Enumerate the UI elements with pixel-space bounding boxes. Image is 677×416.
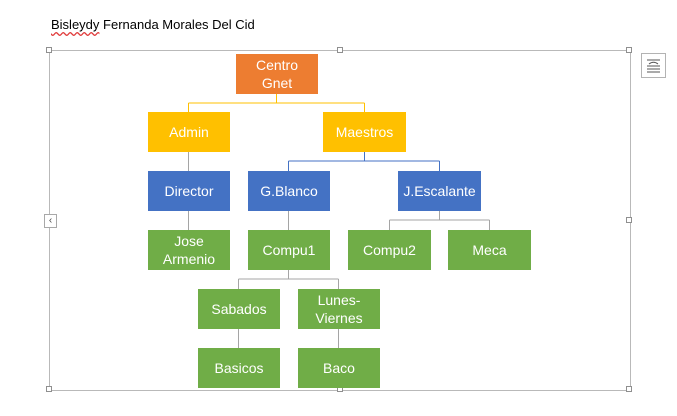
node-baco[interactable]: Baco (298, 348, 380, 388)
connector-compu1-children (238, 270, 339, 289)
connector-root-children (188, 94, 365, 112)
connector-jescalante-children (389, 211, 490, 230)
resize-handle-top-right[interactable] (626, 47, 632, 53)
resize-handle-bottom-right[interactable] (626, 386, 632, 392)
author-rest: Fernanda Morales Del Cid (103, 17, 255, 32)
document-author-line: Bisleydy Fernanda Morales Del Cid (51, 17, 255, 32)
node-lunes-viernes[interactable]: Lunes- Viernes (298, 289, 380, 329)
node-admin[interactable]: Admin (148, 112, 230, 152)
layout-options-icon (647, 59, 660, 73)
node-jose-armenio[interactable]: Jose Armenio (148, 230, 230, 270)
node-director[interactable]: Director (148, 171, 230, 211)
node-compu1[interactable]: Compu1 (248, 230, 330, 270)
node-maestros[interactable]: Maestros (323, 112, 406, 152)
connector-maestros-teachers (288, 152, 440, 171)
layout-options-button[interactable] (641, 53, 666, 78)
resize-handle-middle-right[interactable] (626, 217, 632, 223)
node-jescalante[interactable]: J.Escalante (398, 171, 481, 211)
node-compu2[interactable]: Compu2 (348, 230, 431, 270)
text-pane-toggle-button[interactable]: ‹ (44, 214, 57, 228)
node-gblanco[interactable]: G.Blanco (248, 171, 330, 211)
node-centro-gnet[interactable]: Centro Gnet (236, 54, 318, 94)
spellcheck-word[interactable]: Bisleydy (51, 17, 100, 32)
node-sabados[interactable]: Sabados (198, 289, 280, 329)
node-meca[interactable]: Meca (448, 230, 531, 270)
node-basicos[interactable]: Basicos (198, 348, 280, 388)
resize-handle-top-left[interactable] (46, 47, 52, 53)
resize-handle-bottom-left[interactable] (46, 386, 52, 392)
resize-handle-top-center[interactable] (337, 47, 343, 53)
